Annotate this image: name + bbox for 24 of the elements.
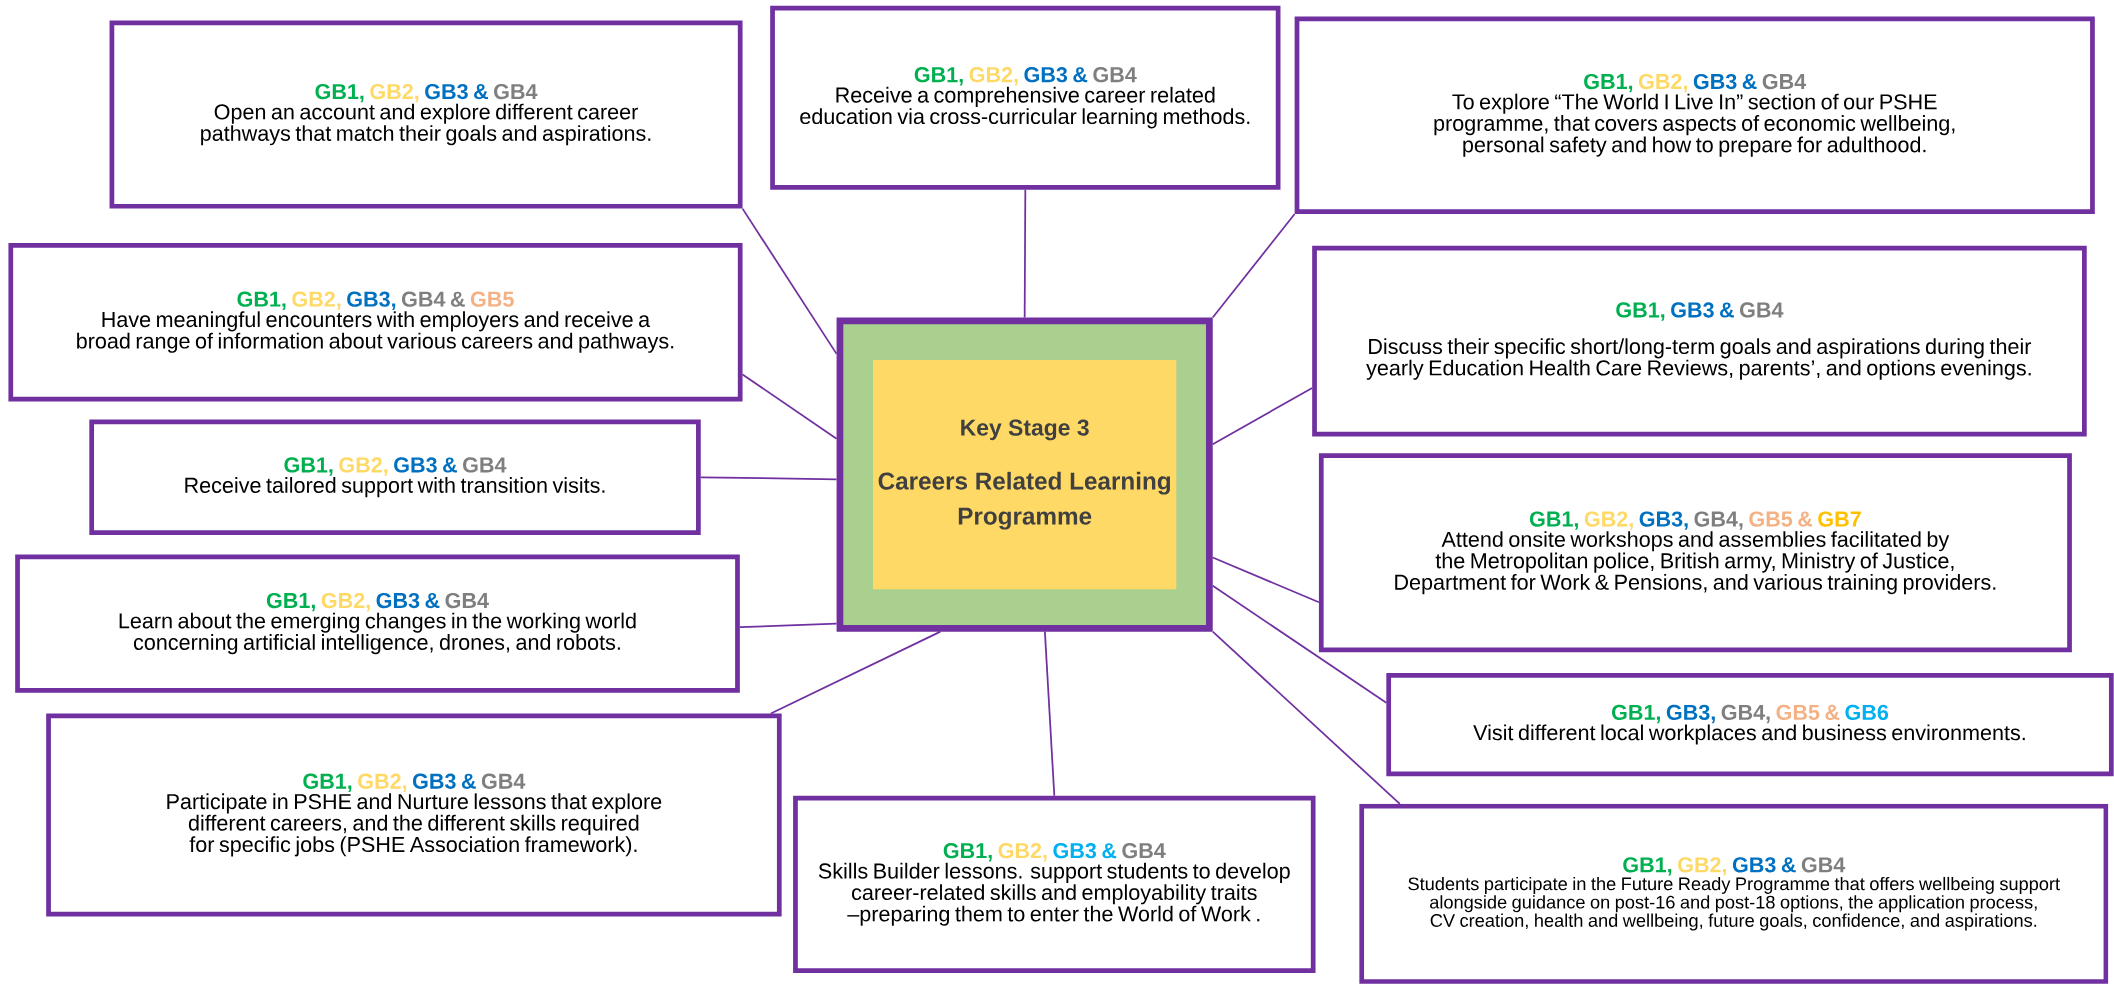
text-box: GB1, GB2, GB3 & GB4 Receive a comprehensive career related education via cross-curricular learning methods.	[770, 5, 1281, 190]
text-box: GB1, GB2, GB3 & GB4 Skills Builder lessons. support students to develop career-related skills and employability traits –preparing them to enter the World of Work .	[793, 795, 1316, 973]
text-box: GB1, GB2, GB3 & GB4 Receive tailored support with transition visits.	[89, 419, 701, 535]
connector-line	[738, 622, 838, 629]
central-box: Key Stage 3 Careers Related Learning Programme	[836, 317, 1213, 632]
text-box: GB1, GB3 & GB4 Discuss their specific short/long-term goals and aspirations during their yearly Education Health Care Reviews, parents’, and options evenings.	[1312, 245, 2087, 437]
connector-line	[1023, 188, 1027, 319]
connector-line	[741, 207, 838, 355]
connector-line	[1211, 213, 1296, 319]
connector-line	[1044, 630, 1056, 797]
connector-line	[1211, 584, 1388, 704]
connector-line	[769, 630, 942, 715]
connector-line	[1211, 386, 1314, 445]
text-box: GB1, GB2, GB3 & GB4 Students participate in the Future Ready Programme that offers wellbeing support alongside guidance on post-16 and post-18 options, the application process, CV creation, health and wellbeing, future goals, confidence, and aspirations.	[1359, 803, 2109, 984]
text-box: GB1, GB2, GB3 & GB4 Open an account and explore different career pathways that match their goals and aspirations.	[109, 20, 743, 209]
text-box: GB1, GB2, GB3, GB4 & GB5 Have meaningful encounters with employers and receive a broad range of information about various careers and pathways.	[8, 242, 743, 402]
text-box: GB1, GB3, GB4, GB5 & GB6 Visit different local workplaces and business environments.	[1386, 673, 2114, 777]
connector-line	[699, 476, 838, 481]
connector-line	[1211, 556, 1320, 604]
text-box: GB1, GB2, GB3 & GB4 To explore “The World I Live In” section of our PSHE programme, that covers aspects of economic wellbeing, personal safety and how to prepare for adulthood.	[1294, 16, 2095, 214]
connector-line	[741, 373, 838, 440]
text-box: GB1, GB2, GB3 & GB4 Participate in PSHE and Nurture lessons that explore different careers, and the different skills required for specific jobs (PSHE Association framework).	[46, 713, 782, 917]
text-box: GB1, GB2, GB3 & GB4 Learn about the emerging changes in the working world concerning artificial intelligence, drones, and robots.	[15, 554, 740, 693]
text-box: GB1, GB2, GB3, GB4, GB5 & GB7 Attend onsite workshops and assemblies facilitated by the Metropolitan police, British army, Ministry of Justice, Department for Work & Pensions, and various training providers.	[1318, 453, 2072, 653]
